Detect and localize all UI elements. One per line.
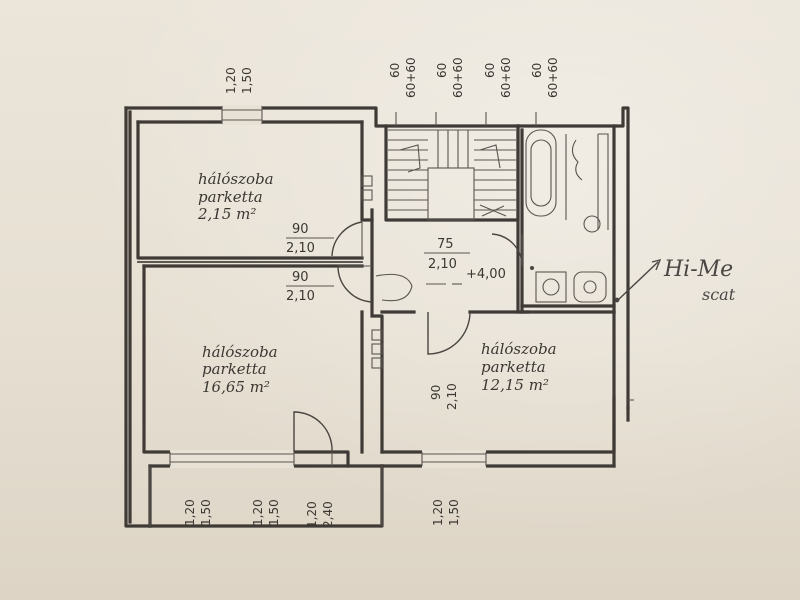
door-height: 2,40 [321,501,335,528]
door-width: 90 [429,385,443,400]
window-width: 60 [483,63,497,78]
room-label-bottom-left: hálószoba parketta 16,65 m² [202,343,278,396]
door-width: 90 [292,270,309,285]
window-width: 60 [435,63,449,78]
level-mark: +4,00 [466,267,506,282]
window-width: 1,20 [251,499,265,526]
room-name: hálószoba [202,343,278,361]
room-area: 16,65 m² [202,378,270,396]
window-height: 60+60 [451,57,465,98]
staircase [388,129,516,221]
door-dimensions: 90 2,10 90 2,10 75 2,10 +4,00 90 2,10 1,… [286,222,506,528]
window-height: 60+60 [499,57,513,98]
door-height: 2,10 [428,257,457,272]
annotation-arrow [617,258,662,301]
door-width: 75 [437,237,454,252]
door-swings [293,221,523,466]
room-name: hálószoba [198,170,274,188]
note-line-1: Hi-Me [663,257,733,282]
window-width: 1,20 [431,499,445,526]
window-height: 1,50 [267,499,281,526]
window-width: 60 [530,63,544,78]
window-dimensions: 1,20 1,50 60 60+60 60 60+60 60 60+60 60 … [183,57,560,526]
room-area: 12,15 m² [481,376,549,394]
window-height: 60+60 [404,57,418,98]
room-label-top-left: hálószoba parketta 2,15 m² [197,170,274,223]
window-width: 60 [388,63,402,78]
room-floor: parketta [202,360,267,378]
window-width: 1,20 [224,67,238,94]
room-floor: parketta [481,358,546,376]
room-name: hálószoba [481,340,557,358]
door-width: 1,20 [305,501,319,528]
window-height: 60+60 [546,57,560,98]
room-label-bottom-right: hálószoba parketta 12,15 m² [481,340,557,394]
room-floor: parketta [198,188,263,206]
bathroom-fixtures [525,129,620,303]
room-area: 2,15 m² [197,205,256,223]
window-height: 1,50 [199,499,213,526]
note-line-2: scat [702,285,736,304]
window-height: 1,50 [447,499,461,526]
door-width: 90 [292,222,309,237]
window-height: 1,50 [240,67,254,94]
handwritten-note: Hi-Me scat [663,257,736,304]
door-height: 2,10 [286,289,315,304]
misc-marks [149,175,634,526]
door-height: 2,10 [286,241,315,256]
window-width: 1,20 [183,499,197,526]
windows [169,105,537,468]
door-height: 2,10 [445,383,459,410]
